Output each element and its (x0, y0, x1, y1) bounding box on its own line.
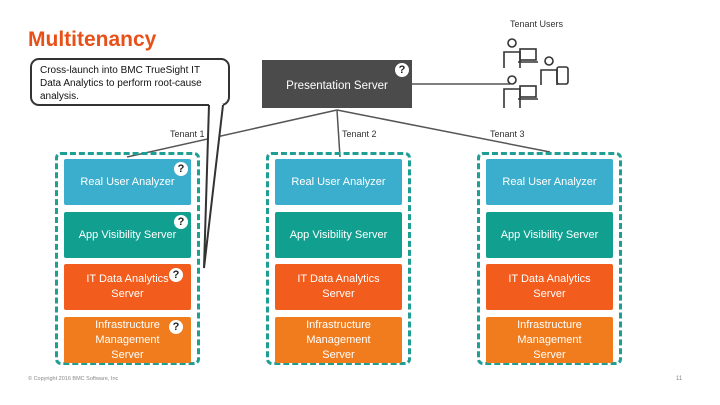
tenant-users-icon (503, 38, 569, 108)
infrastructure-management-server[interactable]: Infrastructure Management Server (486, 317, 613, 363)
it-data-analytics-server[interactable]: IT Data Analytics Server? (64, 264, 191, 310)
box-label: Infrastructure Management Server (306, 318, 371, 361)
it-data-analytics-server[interactable]: IT Data Analytics Server (275, 264, 402, 310)
app-visibility-server[interactable]: App Visibility Server (486, 212, 613, 258)
box-label: Infrastructure Management Server (95, 318, 160, 361)
help-icon[interactable]: ? (169, 268, 183, 282)
box-label: App Visibility Server (289, 228, 388, 241)
box-label: App Visibility Server (500, 228, 599, 241)
presentation-server: Presentation Server ? (262, 60, 412, 108)
help-icon[interactable]: ? (174, 215, 188, 229)
real-user-analyzer[interactable]: Real User Analyzer (275, 159, 402, 205)
box-label: IT Data Analytics Server (86, 273, 169, 300)
box-label: App Visibility Server (78, 228, 177, 241)
box-label: Real User Analyzer (502, 175, 597, 188)
box-label: IT Data Analytics Server (508, 273, 591, 300)
tenant-1-group: Real User Analyzer? App Visibility Serve… (55, 152, 200, 365)
box-label: Real User Analyzer (291, 175, 386, 188)
tenant-1-label: Tenant 1 (170, 129, 205, 139)
infrastructure-management-server[interactable]: Infrastructure Management Server (275, 317, 402, 363)
infrastructure-management-server[interactable]: Infrastructure Management Server? (64, 317, 191, 363)
help-icon[interactable]: ? (395, 63, 409, 77)
tenant-2-label: Tenant 2 (342, 129, 377, 139)
presentation-server-label: Presentation Server (286, 80, 388, 92)
box-label: Infrastructure Management Server (517, 318, 582, 361)
callout-tooltip: Cross-launch into BMC TrueSight IT Data … (30, 58, 230, 106)
box-label: Real User Analyzer (80, 175, 175, 188)
help-icon[interactable]: ? (174, 162, 188, 176)
box-label: IT Data Analytics Server (297, 273, 380, 300)
tenant-users-label: Tenant Users (510, 19, 564, 29)
app-visibility-server[interactable]: App Visibility Server? (64, 212, 191, 258)
tenant-3-group: Real User Analyzer App Visibility Server… (477, 152, 622, 365)
page-title: Multitenancy (28, 28, 157, 51)
tenant-3-label: Tenant 3 (490, 129, 525, 139)
it-data-analytics-server[interactable]: IT Data Analytics Server (486, 264, 613, 310)
copyright-footer: © Copyright 2016 BMC Software, Inc (28, 376, 119, 382)
real-user-analyzer[interactable]: Real User Analyzer (486, 159, 613, 205)
help-icon[interactable]: ? (169, 320, 183, 334)
app-visibility-server[interactable]: App Visibility Server (275, 212, 402, 258)
page-number: 11 (676, 376, 683, 382)
real-user-analyzer[interactable]: Real User Analyzer? (64, 159, 191, 205)
tenant-2-group: Real User Analyzer App Visibility Server… (266, 152, 411, 365)
